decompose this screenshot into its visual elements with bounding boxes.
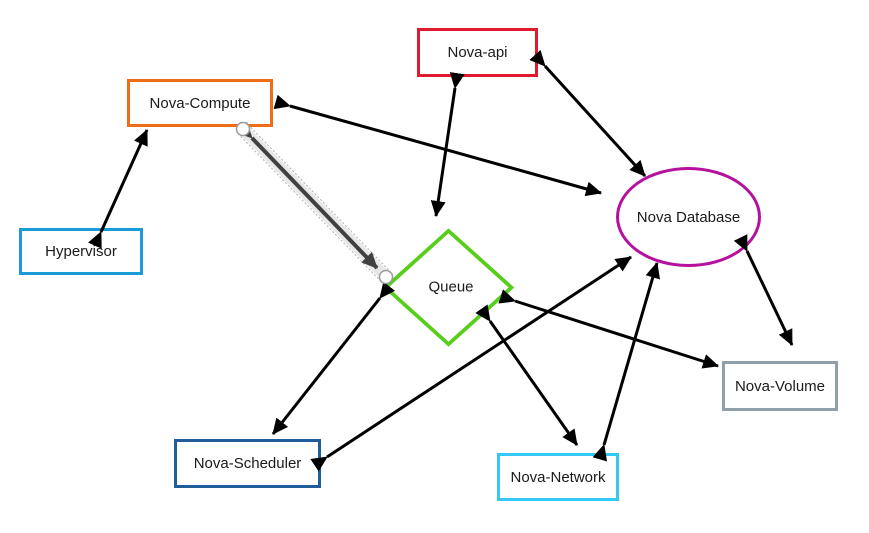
edge-nova-scheduler-nova-database[interactable] <box>310 255 632 472</box>
edge-nova-compute-queue-selected[interactable] <box>235 121 394 285</box>
edge-nova-network-nova-database[interactable] <box>592 262 661 462</box>
edge-nova-api-nova-database[interactable] <box>529 49 647 178</box>
selected-connector-line[interactable] <box>236 121 379 270</box>
selection-outline <box>247 124 392 273</box>
edge-queue-nova-scheduler[interactable] <box>271 281 396 435</box>
node-queue-label: Queue <box>428 278 474 296</box>
selection-outline <box>237 133 382 282</box>
connector-endpoint-handle[interactable] <box>378 269 394 285</box>
edge-nova-api-queue[interactable] <box>430 72 465 217</box>
edge-queue-nova-volume[interactable] <box>498 289 719 369</box>
edge-hypervisor-nova-compute[interactable] <box>87 129 149 249</box>
edge-nova-database-nova-volume[interactable] <box>733 234 794 346</box>
connector-endpoint-handle[interactable] <box>235 121 251 137</box>
edge-queue-nova-network[interactable] <box>475 304 579 446</box>
